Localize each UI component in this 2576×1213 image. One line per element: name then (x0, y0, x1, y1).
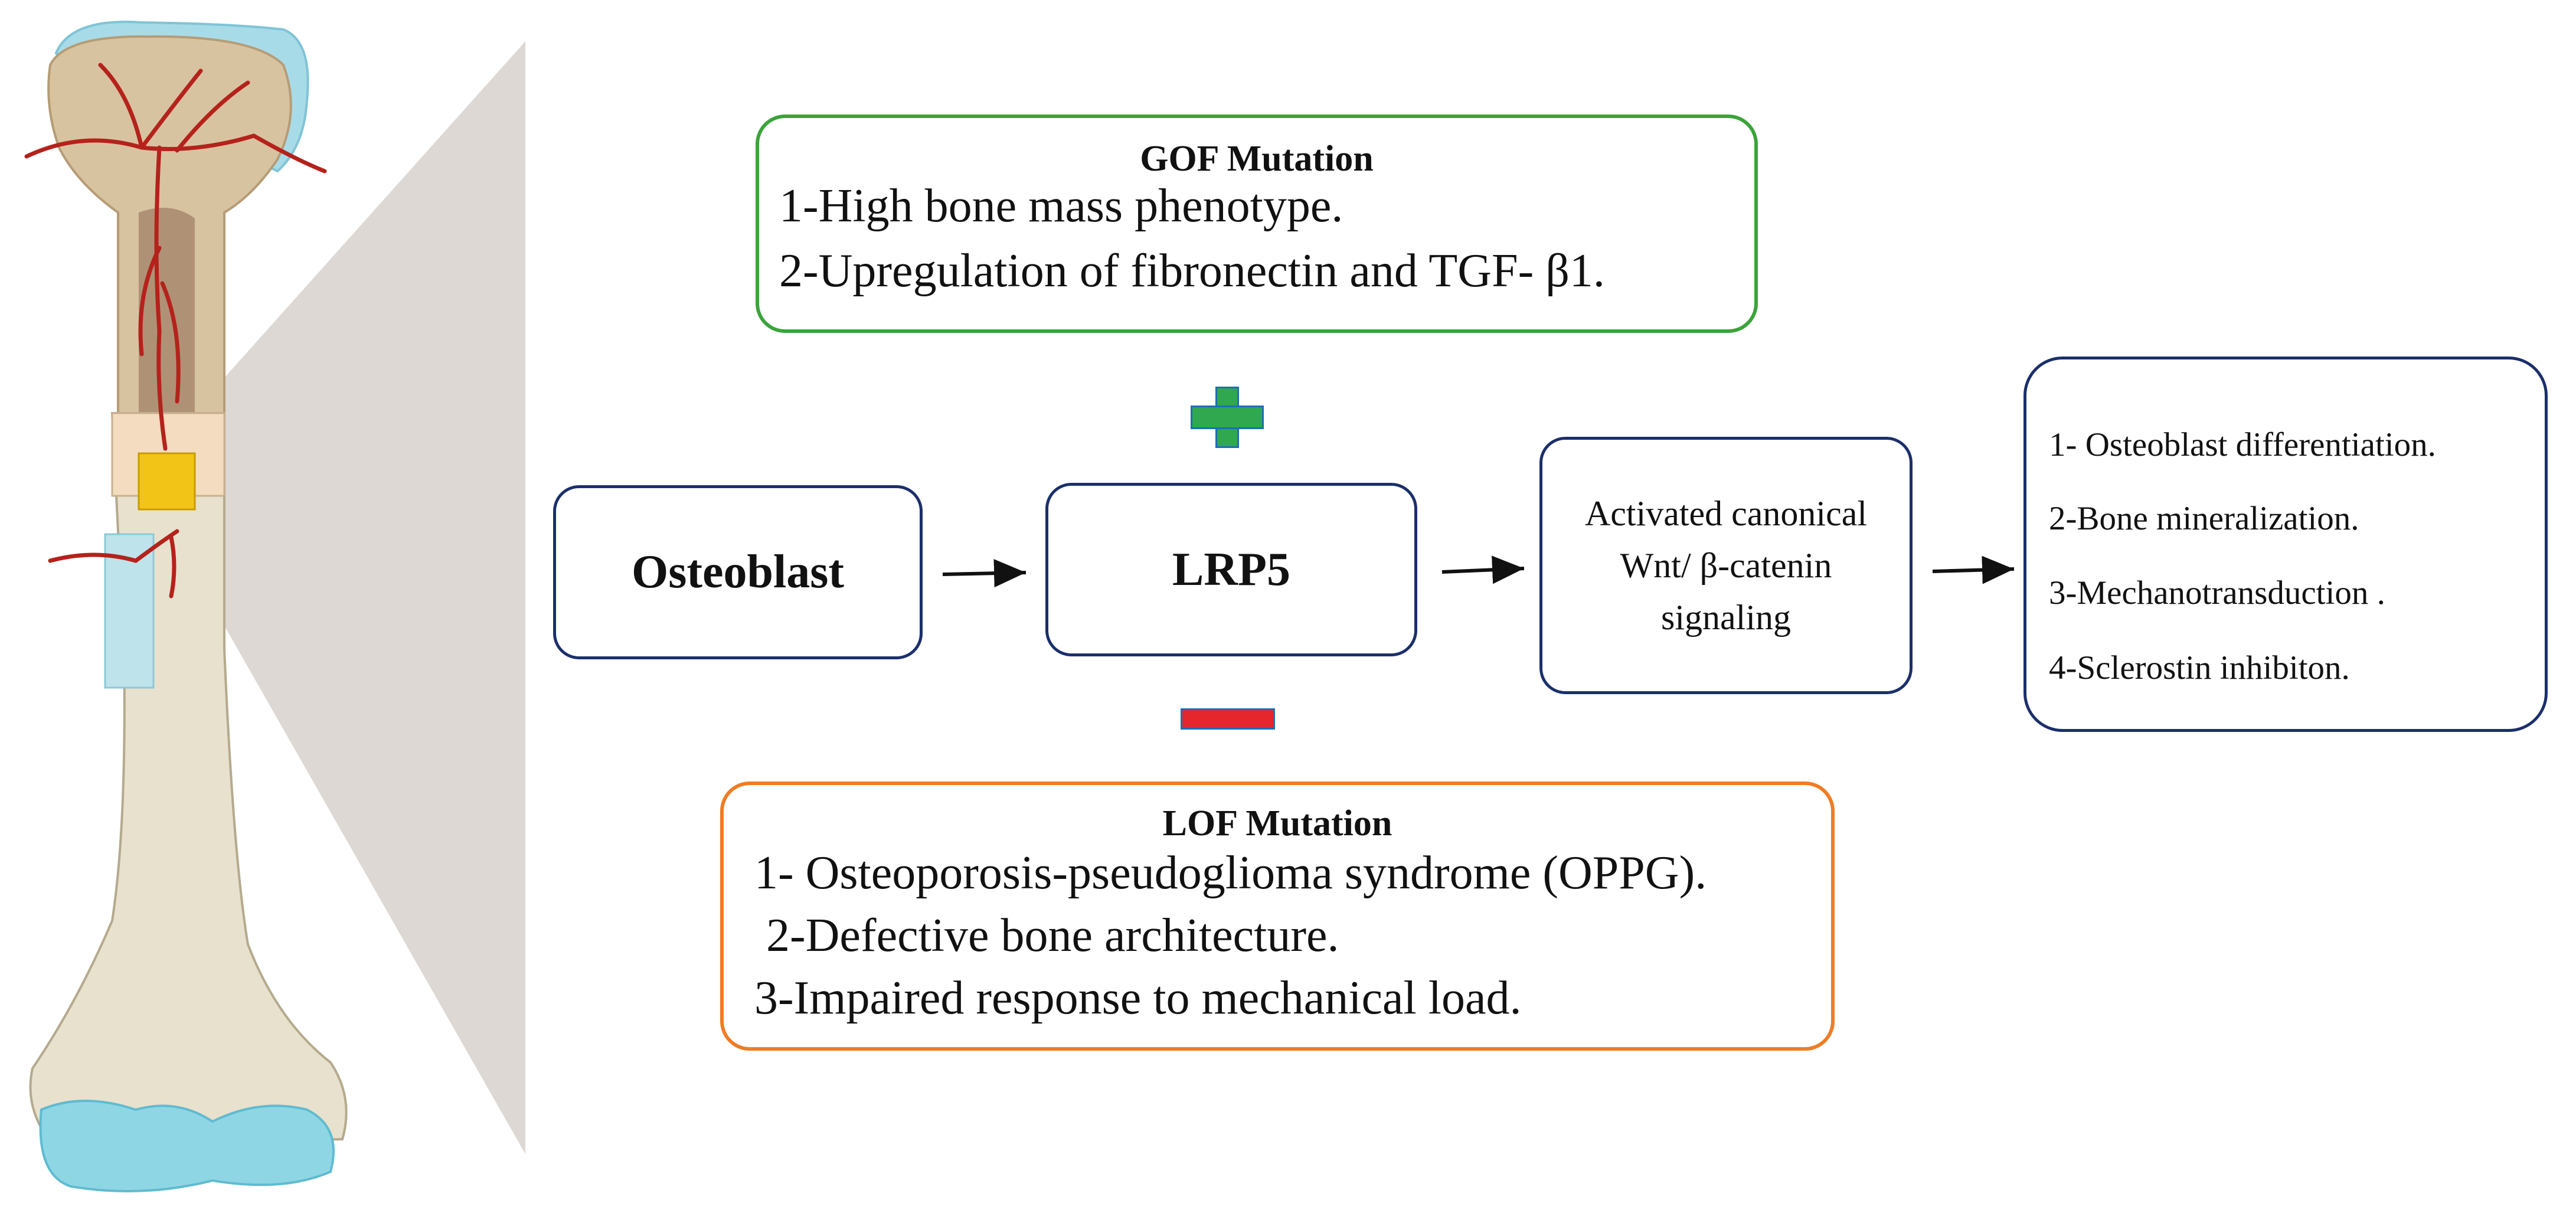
lrp5-label: LRP5 (1172, 543, 1290, 596)
outcome-1: 1- Osteoblast differentiation. (2049, 426, 2436, 463)
wnt-line-3: signaling (1661, 598, 1791, 637)
arrow-wnt-to-outcomes (1932, 555, 2015, 584)
wnt-signaling-box: Activated canonical Wnt/ β-catenin signa… (1539, 437, 1913, 694)
lof-mutation-box: LOF Mutation 1- Osteoporosis-pseudogliom… (720, 782, 1835, 1051)
periosteum (104, 533, 155, 689)
gof-item-2: 2-Upregulation of fibronectin and TGF- β… (779, 245, 1605, 297)
marrow-marker (138, 452, 196, 511)
marrow-cavity (139, 208, 195, 455)
outcome-4: 4-Sclerostin inhibiton. (2049, 649, 2350, 686)
bone-illustration (24, 21, 525, 1192)
plus-icon (1191, 387, 1264, 448)
wnt-line-1: Activated canonical (1584, 494, 1868, 533)
arrow-lrp5-to-wnt (1441, 555, 1525, 584)
outcome-3: 3-Mechanotransduction . (2049, 574, 2385, 612)
lof-item-3: 3-Impaired response to mechanical load. (754, 972, 1522, 1024)
lof-item-1: 1- Osteoporosis-pseudoglioma syndrome (O… (754, 847, 1707, 899)
osteoblast-box: Osteoblast (553, 485, 923, 659)
lof-title: LOF Mutation (1162, 803, 1392, 843)
lrp5-box: LRP5 (1045, 483, 1417, 656)
minus-icon (1181, 708, 1275, 730)
gof-title: GOF Mutation (1140, 139, 1374, 179)
distal-cartilage (39, 1100, 335, 1192)
gof-mutation-box: GOF Mutation 1-High bone mass phenotype.… (756, 115, 1758, 333)
lof-item-2: 2-Defective bone architecture. (754, 910, 1339, 962)
gof-item-1: 1-High bone mass phenotype. (779, 180, 1343, 232)
outcomes-box: 1- Osteoblast differentiation. 2-Bone mi… (2023, 357, 2548, 732)
blood-vessels (24, 63, 327, 599)
arrow-osteoblast-to-lrp5 (942, 559, 1027, 588)
outcome-2: 2-Bone mineralization. (2049, 500, 2359, 537)
zoom-wedge (224, 41, 525, 1154)
wnt-line-2: Wnt/ β-catenin (1620, 546, 1832, 585)
osteoblast-label: Osteoblast (632, 546, 844, 598)
